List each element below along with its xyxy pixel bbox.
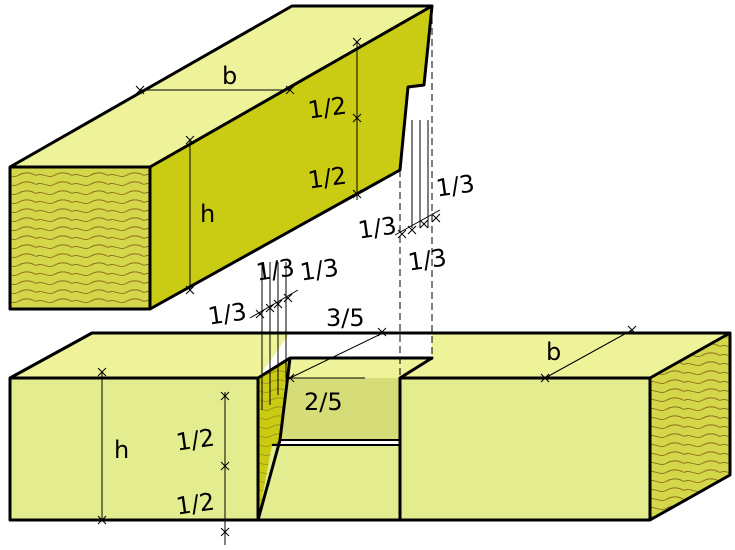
bottom-half-lower-label: 1/2	[174, 487, 216, 520]
three-fifths-label: 3/5	[326, 304, 365, 332]
notch-back-wall	[280, 378, 400, 440]
mid-third-a-label: 1/3	[254, 253, 296, 286]
bottom-half-upper-label: 1/2	[174, 423, 216, 456]
upper-beam-side-face	[150, 6, 432, 309]
dimension-ticks	[97, 37, 637, 537]
mid-third-b-label: 1/3	[298, 253, 340, 286]
lower-beam-top-face-right	[400, 333, 730, 378]
lower-beam-front-face-left	[10, 378, 258, 520]
upper-beam	[10, 6, 432, 309]
lower-beam	[10, 333, 730, 520]
top-half-upper-label: 1/2	[306, 91, 348, 124]
top-width-label: b	[222, 62, 237, 90]
notch-lower-step	[258, 445, 400, 520]
lower-beam-front-face-right	[400, 378, 650, 520]
upper-beam-top-face	[10, 6, 432, 167]
dimension-lines	[101, 6, 633, 545]
top-right-third-c-label: 1/3	[406, 243, 448, 276]
top-right-third-b-label: 1/3	[356, 211, 398, 244]
bottom-height-label: h	[114, 436, 129, 464]
bottom-width-label: b	[546, 338, 561, 366]
top-right-third-a-label: 1/3	[434, 169, 476, 202]
lower-beam-top-face-left	[10, 333, 290, 378]
two-fifths-label: 2/5	[304, 388, 343, 416]
mid-third-c-label: 1/3	[206, 297, 248, 330]
top-height-label: h	[200, 200, 215, 228]
dimension-labels: b 1/2 1/2 h 1/3 1/3 1/3 1/3 1/3 1/3 3/5 …	[114, 62, 561, 521]
top-half-lower-label: 1/2	[306, 161, 348, 194]
